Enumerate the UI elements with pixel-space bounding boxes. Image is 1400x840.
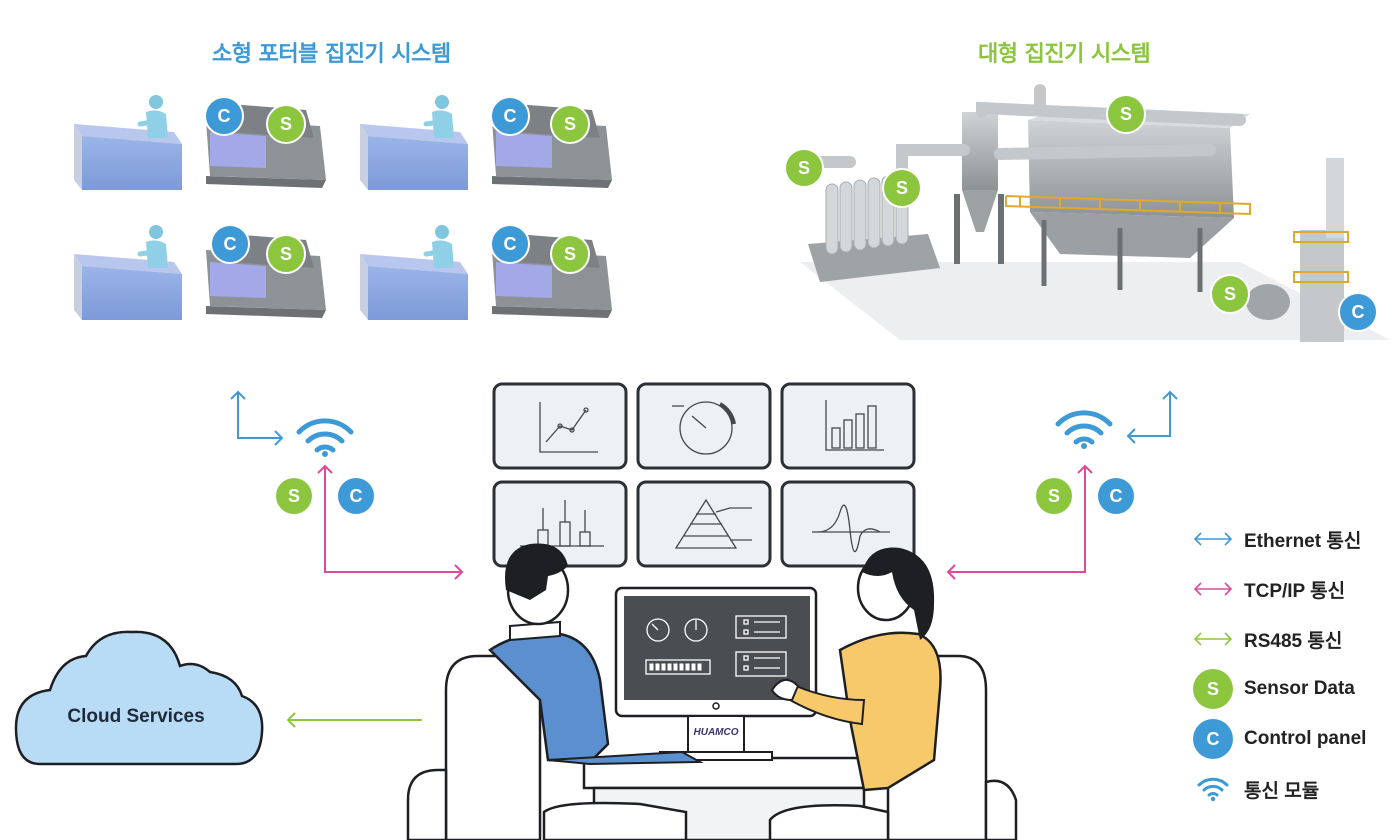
sensor-badge: S <box>550 104 590 144</box>
tcpip-arrow-left <box>317 464 464 580</box>
line-chart-icon <box>539 402 598 453</box>
wifi-icon <box>296 418 354 457</box>
cloud-services-label: Cloud Services <box>67 706 205 727</box>
large-plant-illustration <box>800 84 1390 342</box>
legend-item-tcpip: TCP/IP 통신 <box>1192 564 1400 614</box>
sensor-badge: S <box>784 148 824 188</box>
control-icon: C <box>1192 719 1234 759</box>
large-system-title: 대형 집진기 시스템 <box>978 42 1151 67</box>
ethernet-arrow-right <box>1126 390 1178 444</box>
sensor-icon: S <box>1192 669 1234 709</box>
legend-label: TCP/IP 통신 <box>1244 580 1346 602</box>
legend-label: RS485 통신 <box>1244 630 1343 652</box>
control-badge: C <box>1338 292 1378 332</box>
legend-label: Control panel <box>1244 728 1367 749</box>
control-badge: C <box>336 476 376 516</box>
bar-chart-icon <box>825 400 884 451</box>
workstation-illustration <box>406 543 1018 840</box>
double-arrow-icon <box>1192 569 1234 609</box>
sensor-badge: S <box>274 476 314 516</box>
control-badge: C <box>1096 476 1136 516</box>
sensor-badge: S <box>266 234 306 274</box>
control-badge: C <box>210 224 250 264</box>
legend-item-ethernet: Ethernet 통신 <box>1192 514 1400 564</box>
wifi-icon <box>1192 769 1234 809</box>
legend-label: Ethernet 통신 <box>1244 530 1362 552</box>
legend-item-sensor: S Sensor Data <box>1192 664 1400 714</box>
legend-item-module: 통신 모듈 <box>1192 764 1400 814</box>
cloud-shape <box>14 630 264 766</box>
control-badge: C <box>204 96 244 136</box>
small-system-title: 소형 포터블 집진기 시스템 <box>212 42 451 67</box>
double-arrow-icon <box>1192 619 1234 659</box>
legend-item-control: C Control panel <box>1192 714 1400 764</box>
sensor-badge: S <box>266 104 306 144</box>
ethernet-arrow-left <box>230 390 284 446</box>
legend-label: Sensor Data <box>1244 678 1355 699</box>
pyramid-icon <box>674 498 752 549</box>
legend: Ethernet 통신 TCP/IP 통신 RS485 통신 S Sensor … <box>1192 514 1400 814</box>
sensor-badge: S <box>1034 476 1074 516</box>
brand-logo: HUAMCO <box>693 727 739 738</box>
rs485-arrow-cloud <box>286 712 422 728</box>
double-arrow-icon <box>1192 519 1234 559</box>
control-badge: C <box>1193 719 1233 759</box>
sensor-badge: S <box>1106 94 1146 134</box>
sensor-badge: S <box>1210 274 1250 314</box>
legend-label: 통신 모듈 <box>1244 780 1320 802</box>
sensor-badge: S <box>1193 669 1233 709</box>
control-badge: C <box>490 224 530 264</box>
control-badge: C <box>490 96 530 136</box>
wifi-icon <box>1055 410 1113 449</box>
gauge-icon <box>672 401 736 455</box>
legend-item-rs485: RS485 통신 <box>1192 614 1400 664</box>
sensor-badge: S <box>550 234 590 274</box>
wave-chart-icon <box>812 504 890 553</box>
dashboard-panels <box>492 382 916 568</box>
tcpip-arrow-right <box>946 464 1093 580</box>
sensor-badge: S <box>882 168 922 208</box>
